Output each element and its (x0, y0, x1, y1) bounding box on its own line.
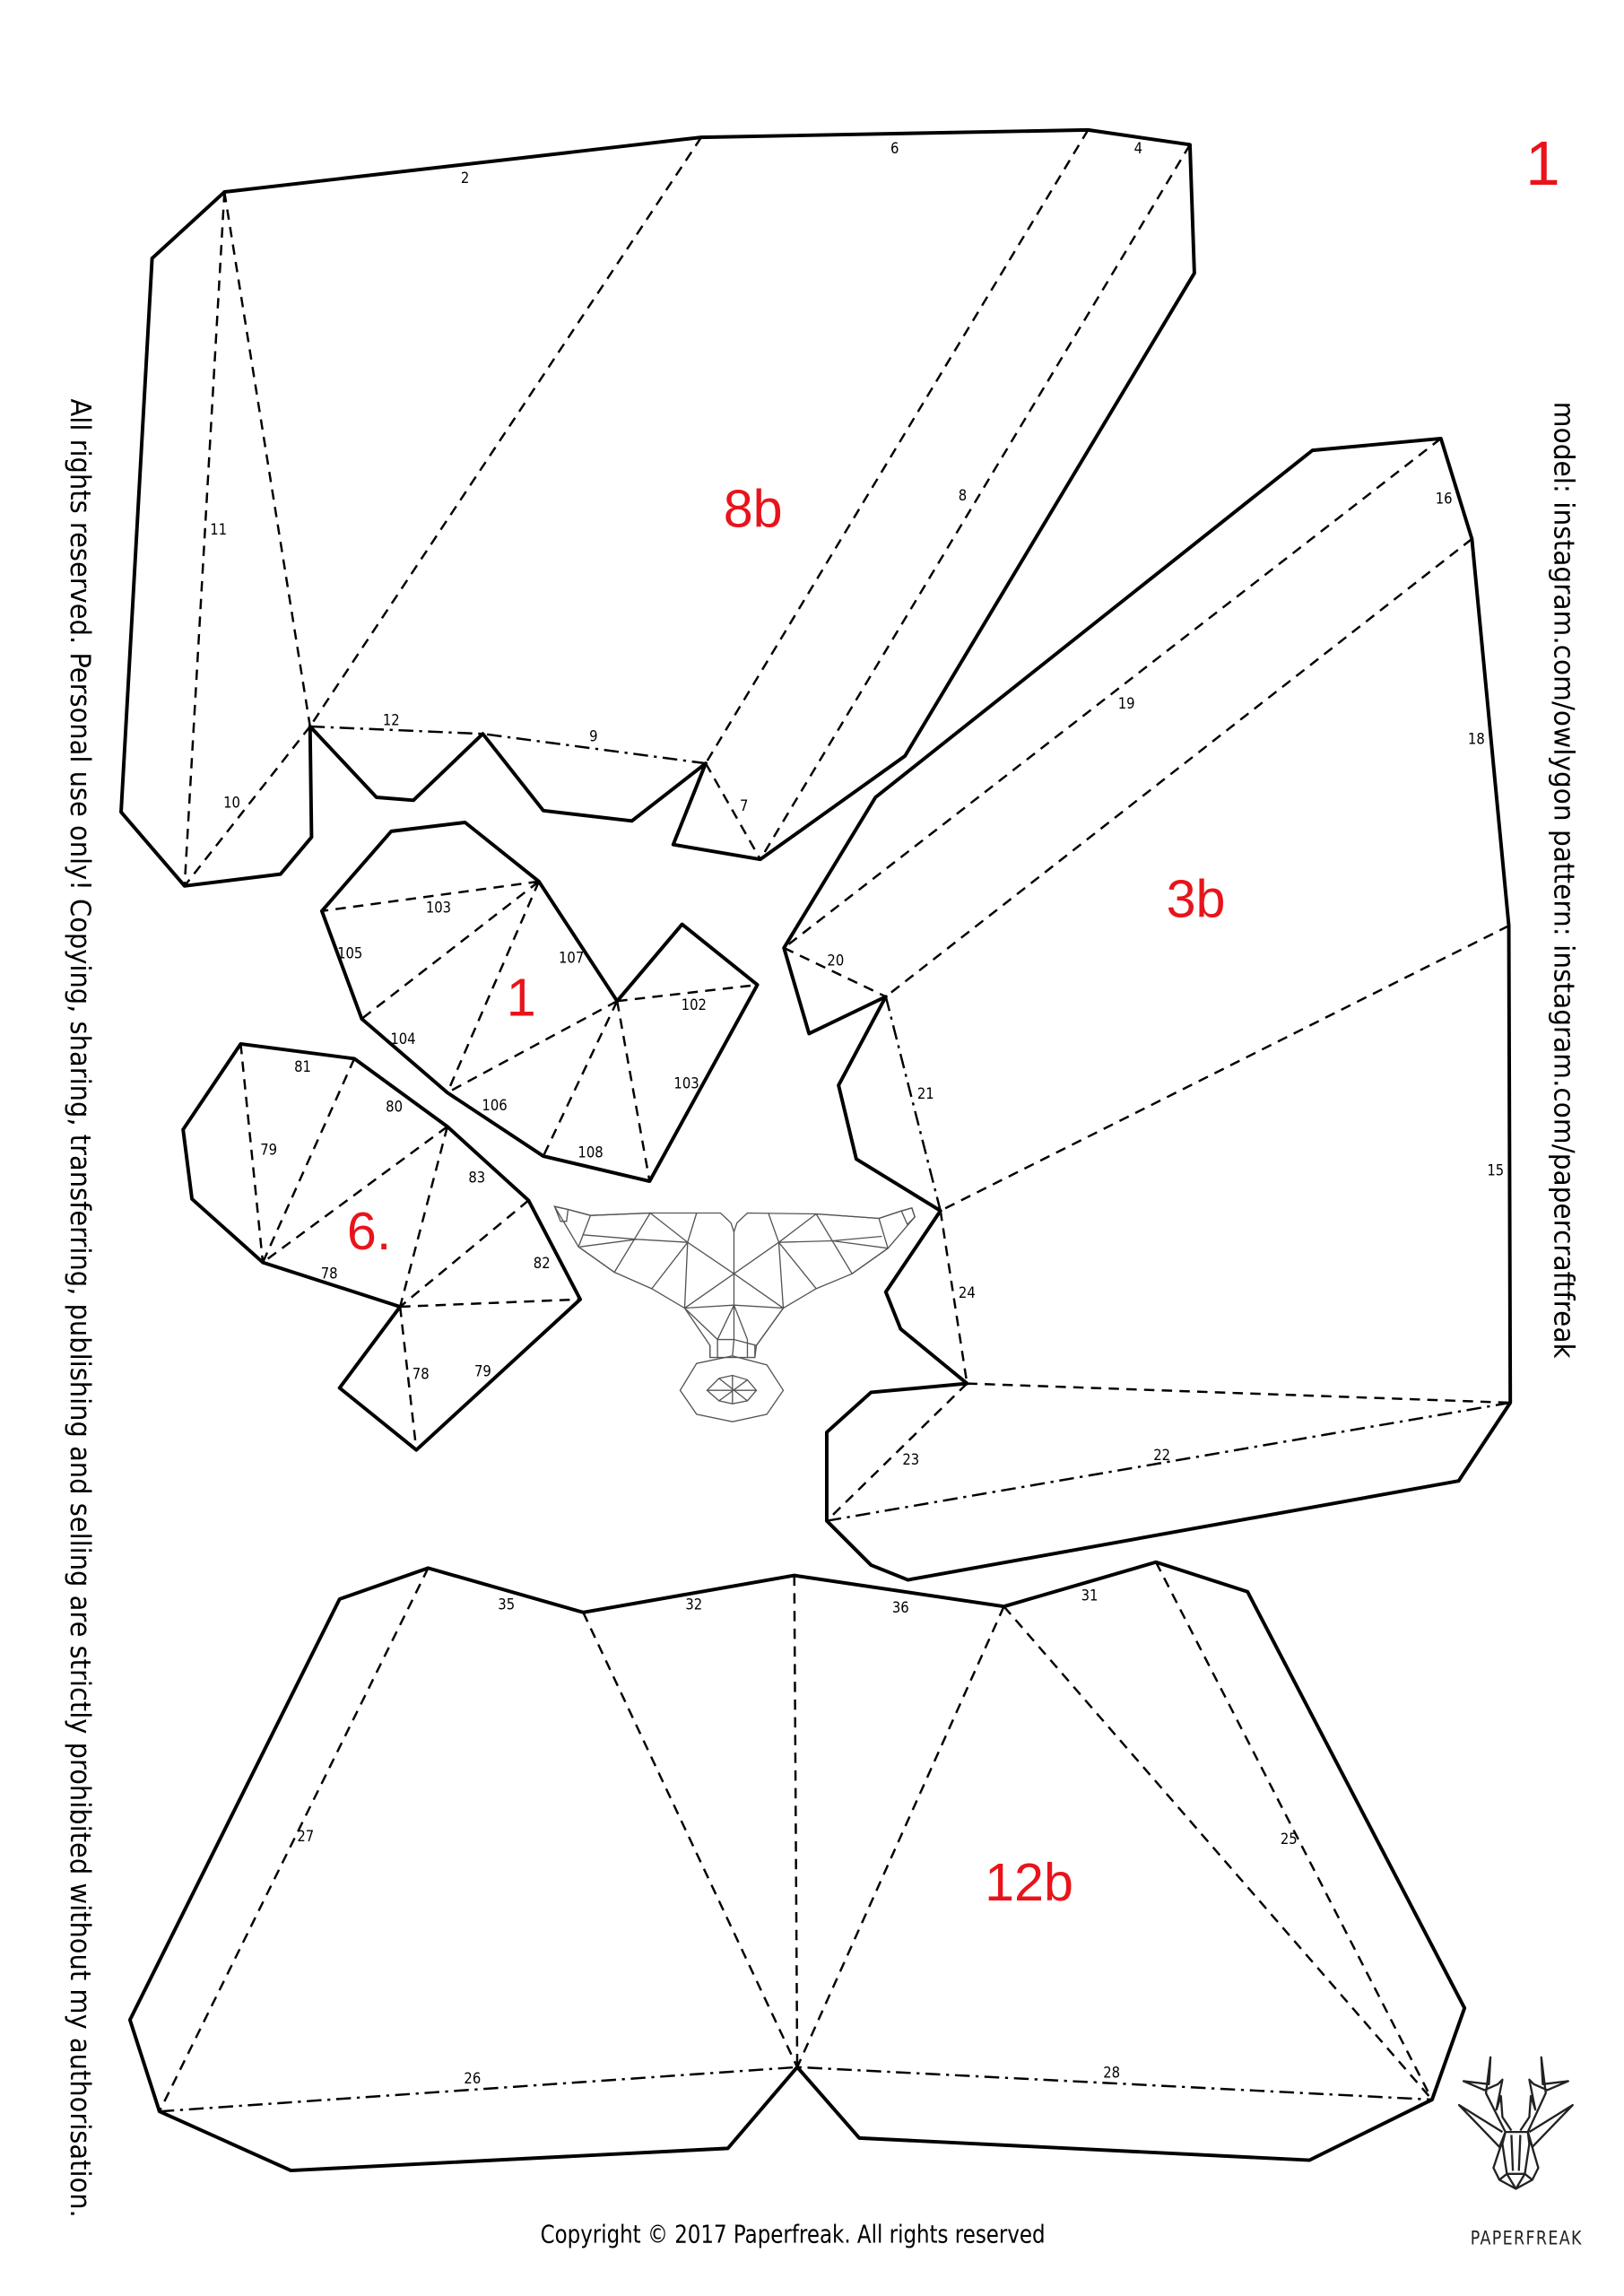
edge-label: 15 (1487, 1161, 1504, 1178)
edge-label: 81 (294, 1058, 311, 1075)
edge-label: 103 (673, 1074, 699, 1091)
edge-label: 78 (321, 1265, 338, 1283)
edge-label: 104 (390, 1031, 415, 1048)
copyright: Copyright © 2017 Paperfreak. All rights … (541, 2220, 1046, 2249)
deer-head-icon (1457, 2056, 1574, 2190)
edge-label: 4 (1134, 140, 1142, 157)
page-number: 1 (1525, 128, 1559, 198)
edge-label: 28 (1103, 2064, 1120, 2081)
edge-label: 27 (297, 1828, 314, 1845)
edge-label: 25 (1281, 1831, 1298, 1848)
edge-label: 32 (685, 1596, 702, 1613)
piece-1: 103 105 107 102 104 103 106 108 1 (319, 821, 760, 1184)
edge-label: 12 (383, 711, 400, 728)
edge-label: 105 (337, 944, 362, 961)
edge-label: 80 (386, 1099, 403, 1116)
edge-label: 36 (892, 1599, 909, 1616)
edge-label: 102 (682, 996, 707, 1013)
edge-label: 31 (1081, 1587, 1099, 1605)
edge-label: 9 (589, 727, 597, 744)
edge-label: 7 (740, 797, 748, 814)
edge-label: 2 (461, 170, 469, 187)
credits: model: instagram.com/owlygon pattern: in… (1548, 402, 1580, 1360)
piece-8b: 2 6 4 11 8 12 9 7 10 8b (119, 127, 1196, 888)
edge-label: 22 (1153, 1447, 1170, 1464)
piece-name: 12b (985, 1852, 1073, 1912)
edge-label: 16 (1436, 490, 1453, 507)
edge-label: 18 (1468, 731, 1485, 748)
edge-label: 10 (223, 795, 240, 812)
paperfreak-logo: PAPERFREAK (1457, 2056, 1583, 2249)
edge-label: 19 (1118, 695, 1135, 712)
edge-label: 108 (578, 1144, 603, 1161)
edge-label: 106 (482, 1097, 507, 1114)
piece-name: 6. (347, 1201, 391, 1261)
edge-label: 82 (534, 1255, 551, 1272)
edge-label: 78 (413, 1366, 430, 1383)
edge-label: 24 (959, 1284, 976, 1301)
edge-label: 26 (464, 2070, 481, 2087)
piece-name: 8b (724, 479, 783, 539)
piece-6: 81 79 80 83 82 78 78 79 6. (181, 1041, 583, 1452)
edge-label: 21 (917, 1085, 934, 1102)
piece-name: 3b (1167, 868, 1226, 928)
edge-label: 79 (260, 1141, 277, 1158)
edge-label: 20 (827, 952, 844, 970)
edge-label: 11 (210, 521, 227, 538)
piece-3b: 16 19 18 20 21 15 24 22 23 3b (782, 436, 1513, 1582)
edge-label: 6 (890, 140, 899, 157)
edge-label: 107 (559, 949, 584, 966)
owl-model-preview (553, 1205, 916, 1422)
edge-label: 79 (474, 1362, 491, 1379)
brand-name: PAPERFREAK (1471, 2227, 1583, 2249)
rights-notice: All rights reserved. Personal use only! … (64, 399, 96, 2218)
edge-label: 35 (498, 1596, 515, 1613)
edge-label: 8 (959, 487, 967, 504)
piece-name: 1 (507, 968, 536, 1028)
edge-label: 83 (468, 1170, 485, 1187)
edge-label: 103 (426, 899, 451, 916)
piece-12b: 35 32 36 31 27 25 26 28 12b (127, 1560, 1467, 2173)
edge-label: 23 (902, 1451, 919, 1468)
